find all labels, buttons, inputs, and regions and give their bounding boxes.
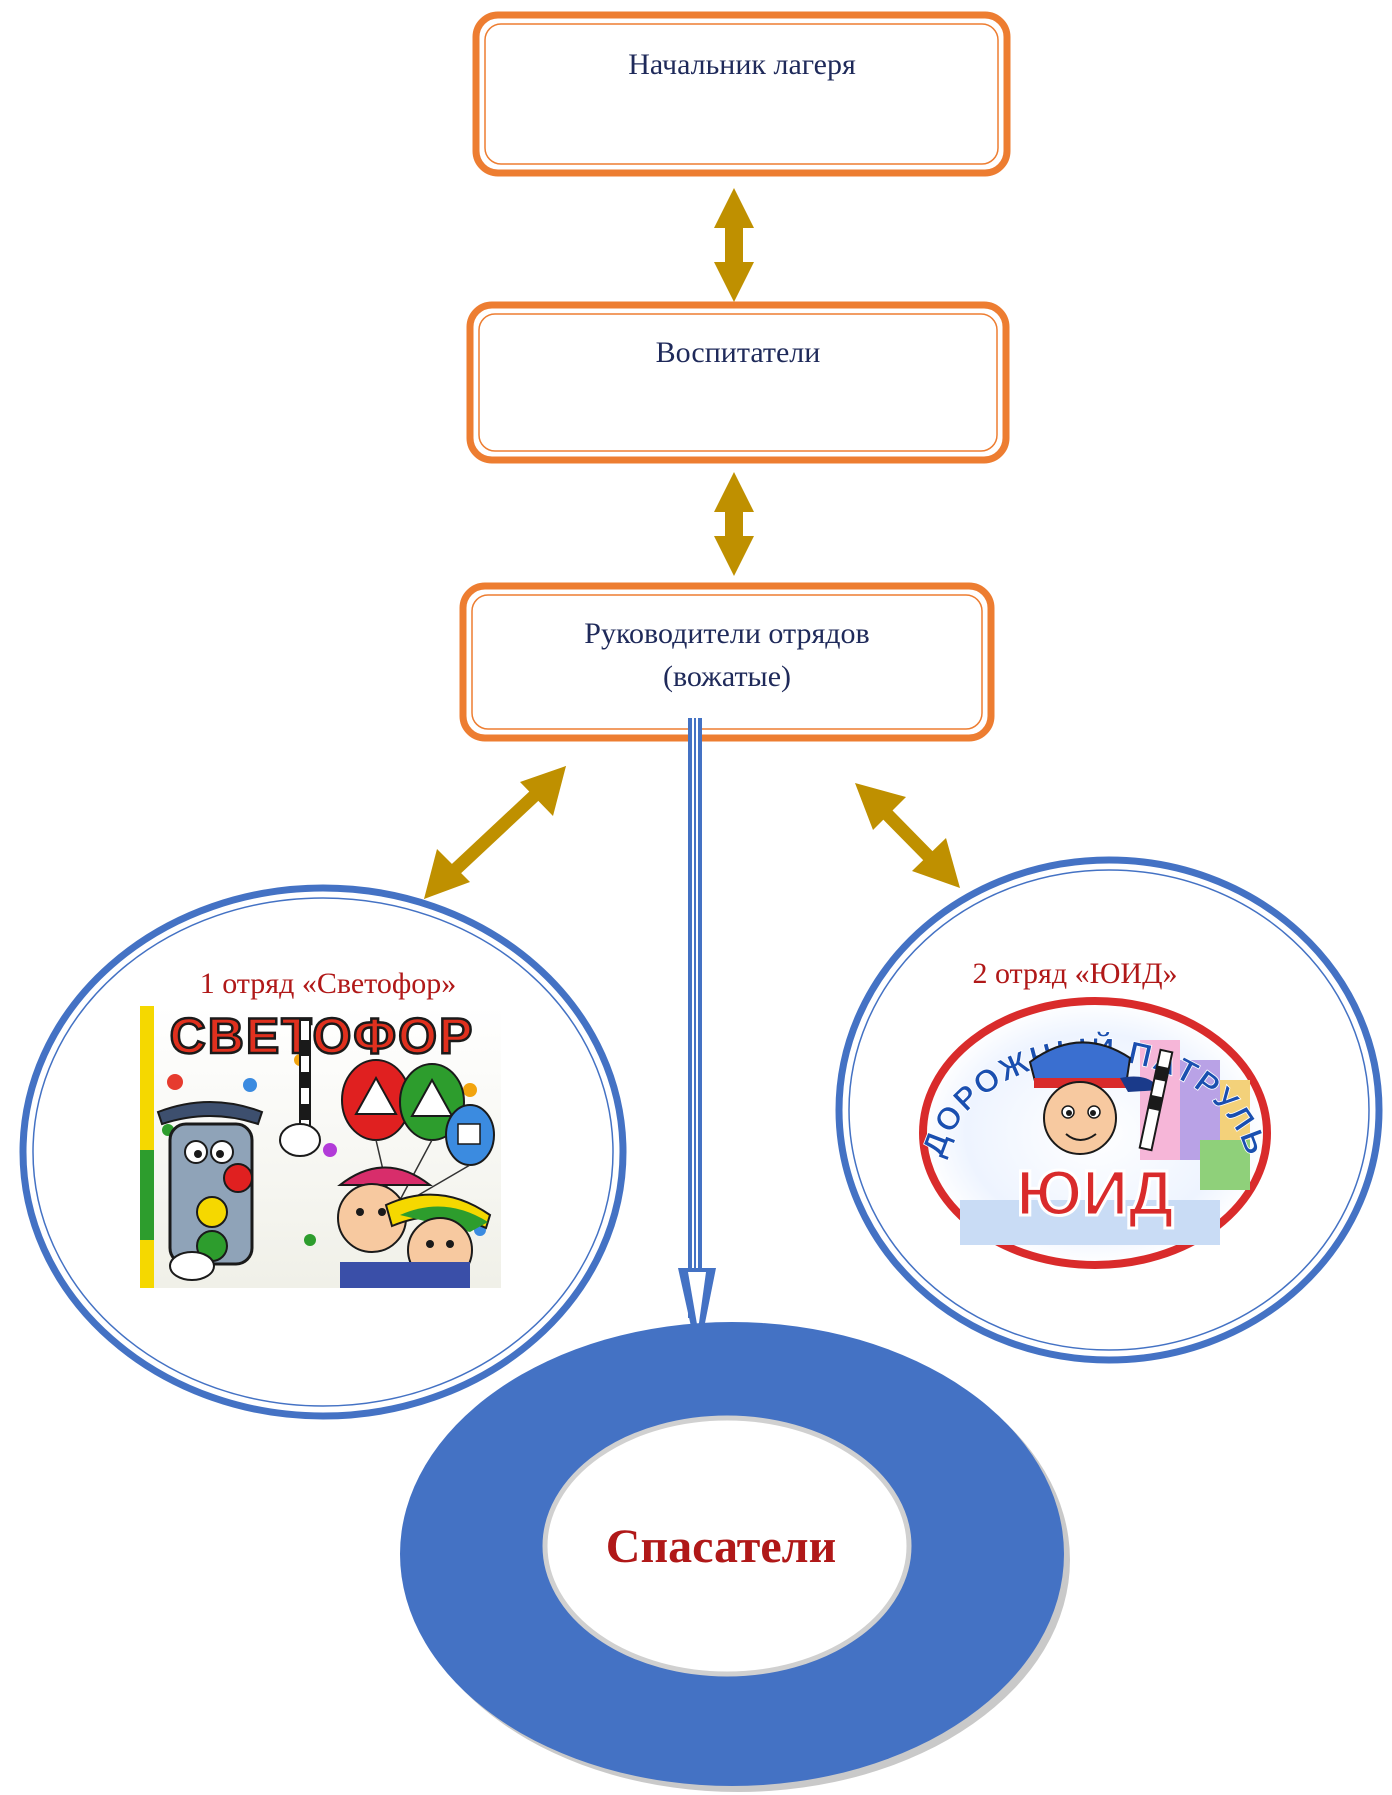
arrow-educators-leaders <box>714 472 754 576</box>
educators-box: Воспитатели <box>466 301 1010 464</box>
balloons-icon <box>341 1059 495 1201</box>
road-patrol-boy-icon <box>1028 1041 1174 1155</box>
arrow-leaders-unit2 <box>855 783 960 888</box>
traffic-light-character-icon <box>156 1019 321 1281</box>
unit1-label: 1 отряд «Светофор» <box>200 967 457 1000</box>
unit2-ellipse: 2 отряд «ЮИД» ДОРОЖНЫЙ ПАТРУЛЬ <box>835 856 1383 1364</box>
kids-icon <box>337 1166 492 1288</box>
arrow-head-educators <box>714 188 754 302</box>
unit2-logo: ДОРОЖНЫЙ ПАТРУЛЬ ЮИД <box>914 997 1274 1269</box>
unit1-ellipse: 1 отряд «Светофор» СВЕТОФОР <box>19 884 627 1420</box>
head-box: Начальник лагеря <box>472 11 1011 177</box>
unit1-logo-title: СВЕТОФОР <box>168 1007 475 1066</box>
arrow-leaders-rescuers <box>678 718 716 1358</box>
educators-label: Воспитатели <box>656 336 821 369</box>
rescuers-ring: Спасатели <box>400 1322 1070 1792</box>
leaders-label-line1: Руководители отрядов <box>584 617 869 650</box>
leaders-label-line2: (вожатые) <box>663 660 791 693</box>
unit2-label: 2 отряд «ЮИД» <box>972 957 1177 990</box>
unit1-logo-text: СВЕТОФОР <box>170 1008 475 1064</box>
unit1-logo: СВЕТОФОР <box>140 1006 501 1288</box>
rescuers-label: Спасатели <box>606 1520 836 1573</box>
unit2-logo-text: ЮИД <box>1016 1157 1174 1229</box>
head-label: Начальник лагеря <box>628 48 856 81</box>
arrow-leaders-unit1 <box>424 766 566 899</box>
leaders-box: Руководители отрядов (вожатые) <box>459 582 995 742</box>
